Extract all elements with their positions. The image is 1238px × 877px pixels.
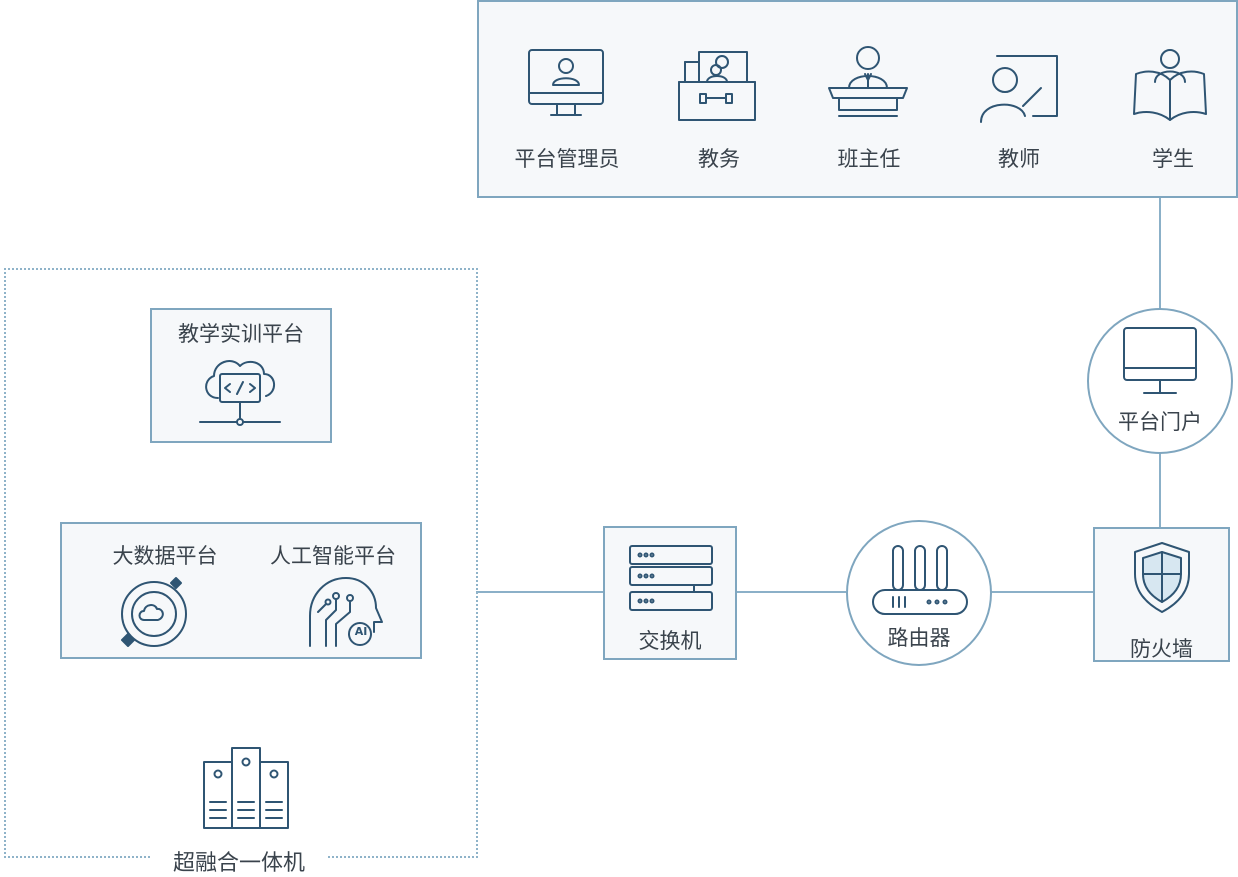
monitor-icon — [1123, 327, 1197, 394]
firewall-node: 防火墙 — [1093, 527, 1230, 662]
student-icon — [1133, 49, 1207, 121]
connector-firewall-router — [990, 591, 1093, 593]
cluster-title-gap — [152, 850, 326, 871]
router-node: 路由器 — [846, 520, 992, 666]
bigdata-ai-panel: 大数据平台 人工智能平台 AI — [60, 522, 422, 659]
connector-router-switch — [737, 591, 846, 593]
firewall-shield-icon — [1134, 542, 1190, 613]
teacher-icon — [980, 55, 1058, 123]
ai-head-icon — [309, 577, 383, 647]
user-label-admin: 平台管理员 — [514, 147, 620, 171]
bigdata-platform-label: 大数据平台 — [112, 544, 218, 568]
connector-portal-firewall — [1159, 452, 1161, 528]
big-data-cloud-orbit-icon — [121, 577, 187, 647]
router-icon — [872, 545, 968, 615]
user-label-teacher: 教师 — [998, 147, 1040, 171]
cluster-title: 超融合一体机 — [172, 851, 305, 876]
switch-icon — [629, 545, 713, 611]
cloud-code-icon — [199, 360, 281, 426]
users-panel: 平台管理员 教务 班主任 教师 学生 — [477, 0, 1238, 198]
ai-platform-label: 人工智能平台 — [270, 544, 396, 568]
router-label: 路由器 — [887, 626, 951, 650]
training-platform-panel: 教学实训平台 — [150, 308, 332, 443]
ai-badge-text: AI — [354, 625, 368, 638]
firewall-label: 防火墙 — [1130, 637, 1193, 661]
server-rack-icon — [203, 747, 289, 829]
training-platform-label: 教学实训平台 — [178, 322, 304, 346]
connector-switch-cluster — [476, 591, 603, 593]
admin-icon — [528, 49, 604, 116]
connector-users-portal — [1159, 198, 1161, 310]
portal-label: 平台门户 — [1118, 410, 1202, 434]
head-teacher-icon — [828, 46, 908, 117]
user-label-academic: 教务 — [698, 147, 740, 171]
platform-portal-node: 平台门户 — [1087, 308, 1233, 454]
switch-node: 交换机 — [603, 526, 737, 660]
academic-affairs-icon — [678, 51, 756, 121]
user-label-student: 学生 — [1152, 147, 1194, 171]
user-label-head-teacher: 班主任 — [837, 147, 901, 171]
switch-label: 交换机 — [638, 629, 702, 653]
